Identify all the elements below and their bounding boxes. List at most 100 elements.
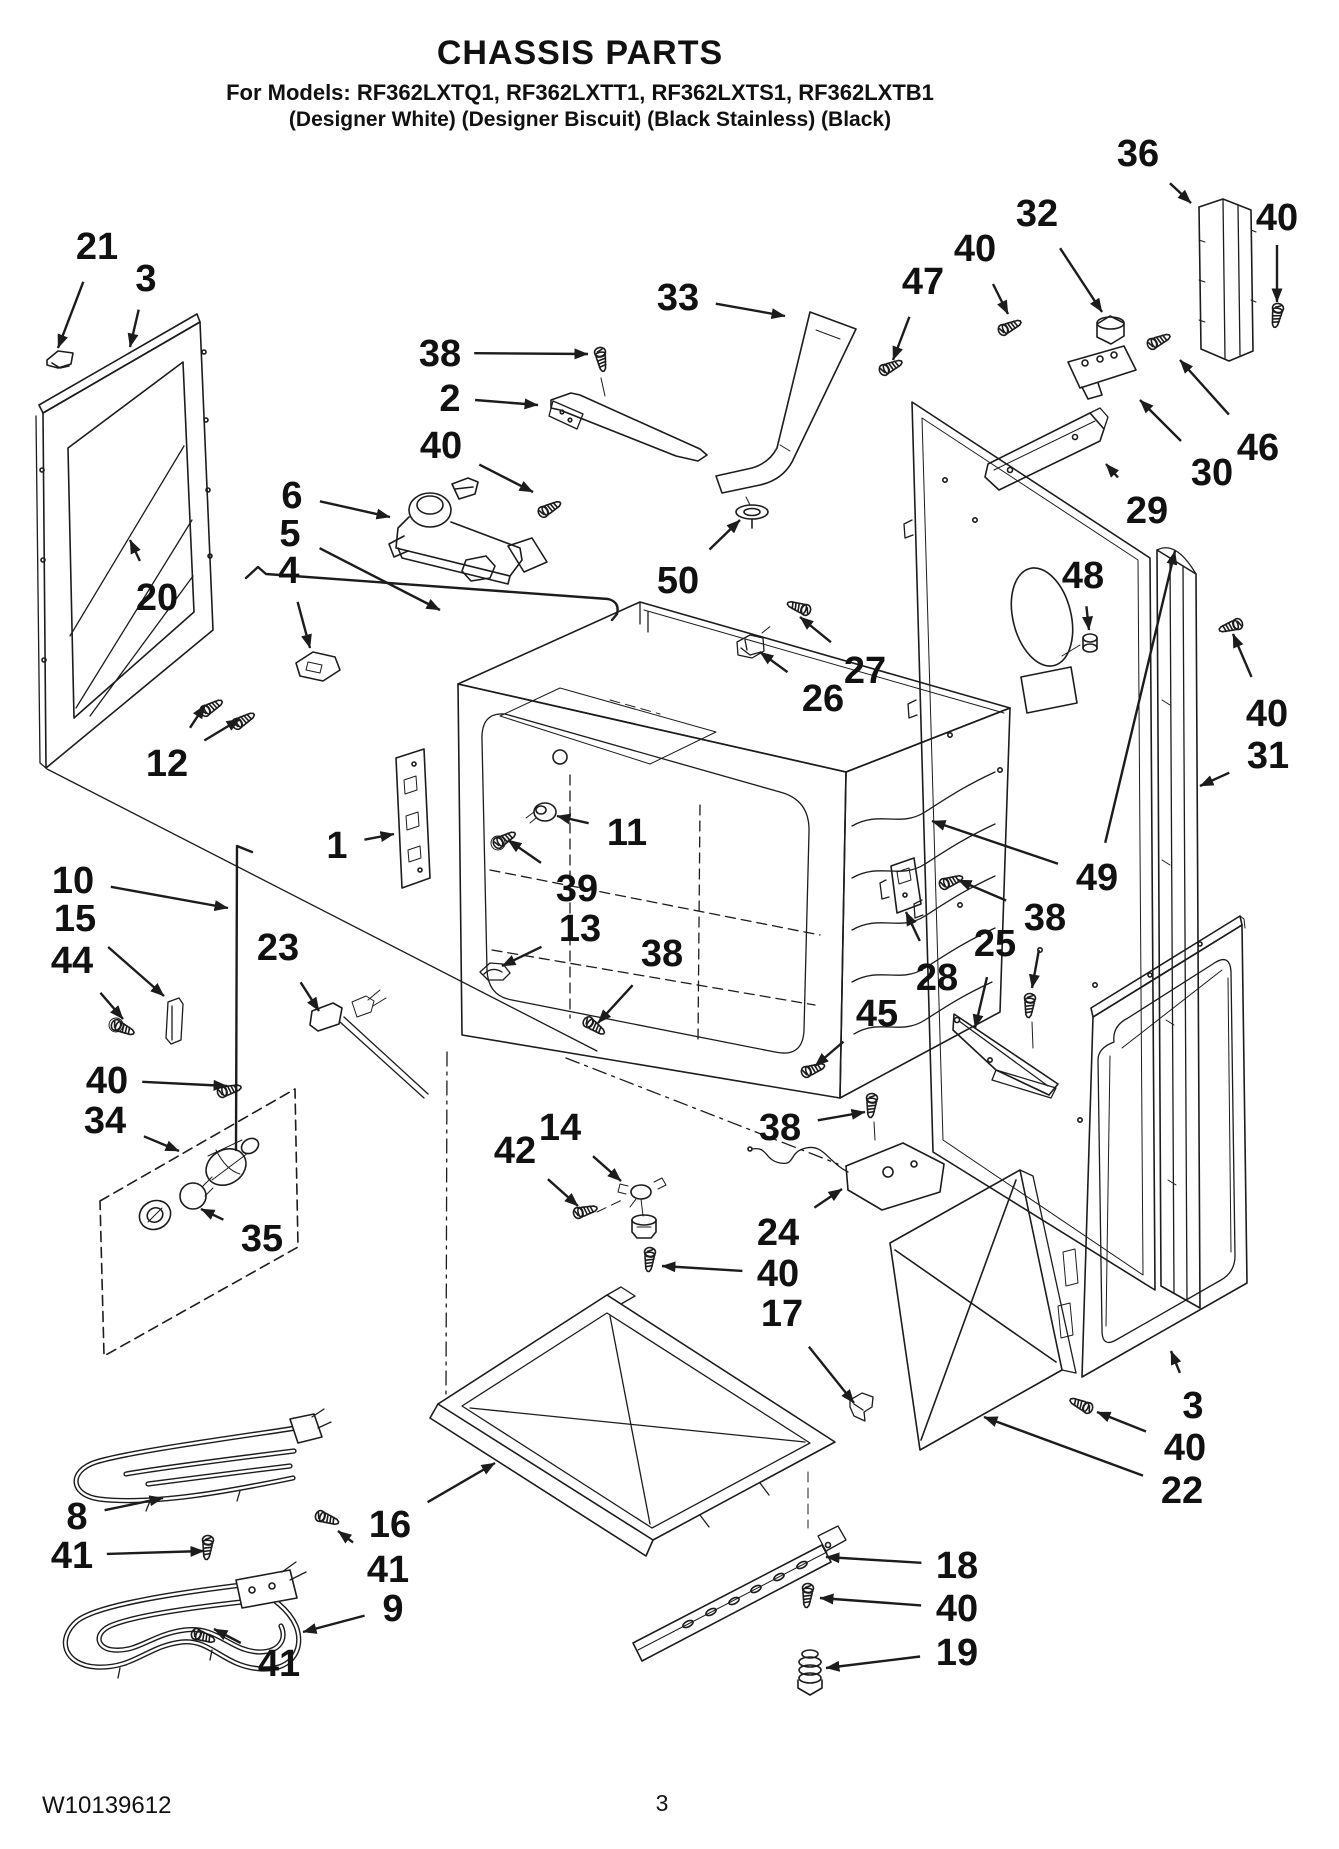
callout-leader-31: [1199, 771, 1230, 788]
callout-leader-38: [817, 1108, 866, 1122]
oven-light-assembly: [99, 997, 299, 1357]
screw: [490, 827, 519, 851]
screw: [535, 497, 564, 520]
callout-leader-6: [319, 500, 391, 520]
callout-label: 41: [367, 1549, 409, 1591]
callout-leader-40: [142, 1079, 228, 1091]
oven-cavity: [457, 601, 1011, 1099]
rear-panel: [903, 401, 1245, 1309]
models-subtitle: For Models: RF362LXTQ1, RF362LXTT1, RF36…: [226, 80, 934, 105]
callout-label: 16: [369, 1504, 411, 1546]
callout-leader-3: [127, 309, 140, 348]
callout-label: 28: [916, 957, 958, 999]
callout-label: 5: [279, 513, 300, 555]
callout-label: 44: [51, 940, 93, 982]
callout-label: 9: [382, 1588, 403, 1630]
callout-leader-46: [1179, 359, 1230, 416]
callout-leader-49: [1104, 550, 1178, 844]
callout-leader-16: [426, 1461, 496, 1504]
callout-label: 40: [954, 228, 996, 270]
callout-leader-40: [819, 1593, 922, 1607]
door-hinge-clip: [46, 350, 74, 369]
callout-leader-40: [1096, 1410, 1147, 1433]
callout-label: 21: [76, 226, 118, 268]
callout-label: 32: [1016, 193, 1058, 235]
screw: [864, 1092, 879, 1119]
callout-label: 20: [136, 577, 178, 619]
callout-leader-41: [213, 1627, 242, 1645]
callout-leader-35: [200, 1207, 224, 1221]
screw: [313, 1508, 342, 1529]
callout-label: 48: [1062, 555, 1104, 597]
callout-label: 12: [146, 743, 188, 785]
callout-label: 47: [902, 261, 944, 303]
callout-leader-14: [592, 1155, 622, 1182]
callout-label: 40: [1246, 693, 1288, 735]
leveling-foot: [571, 1177, 667, 1273]
clip-17: [849, 1392, 874, 1422]
callout-leader-32: [1059, 247, 1104, 313]
callout-leader-44: [99, 992, 124, 1020]
callout-label: 33: [657, 277, 699, 319]
callout-label: 50: [657, 560, 699, 602]
callout-label: 40: [86, 1060, 128, 1102]
rear-panel-side-rail: [1156, 547, 1201, 1309]
callout-label: 45: [856, 993, 898, 1035]
screw: [593, 345, 610, 373]
callout-label: 34: [84, 1100, 126, 1142]
screw: [108, 1017, 137, 1040]
callout-leader-40: [991, 283, 1010, 315]
callout-leader-4: [296, 601, 312, 649]
callout-label: 38: [1024, 897, 1066, 939]
cavity-small-parts: [479, 597, 828, 1080]
callout-label: 23: [257, 927, 299, 969]
callout-label: 40: [936, 1588, 978, 1630]
keeper-and-brace: [879, 857, 1059, 1099]
callout-leader-49: [931, 819, 1059, 865]
oven-sensor: [309, 989, 429, 1099]
callout-label: 40: [1164, 1427, 1206, 1469]
callout-label: 36: [1117, 133, 1159, 175]
latch-keeper: [197, 651, 341, 732]
callout-leader-39: [507, 839, 542, 864]
callout-leader-24: [813, 1188, 843, 1209]
callout-leader-42: [547, 1178, 579, 1207]
latch-rod: [244, 565, 619, 622]
callout-label: 1: [326, 825, 347, 867]
latch-plate: [395, 748, 431, 889]
bottom-pan: [429, 1286, 836, 1557]
callout-label: 24: [757, 1212, 799, 1254]
callout-label: 17: [761, 1293, 803, 1335]
callout-leader-48: [1082, 606, 1093, 631]
callout-leader-41: [337, 1530, 354, 1544]
screw: [200, 1534, 215, 1561]
callout-leader-33: [715, 302, 786, 320]
page-title: CHASSIS PARTS: [436, 34, 724, 72]
spacer-48: [1061, 633, 1098, 657]
callout-leader-47: [891, 316, 911, 361]
callout-label: 38: [641, 933, 683, 975]
callout-leader-40: [1231, 633, 1253, 678]
callout-leader-38: [1029, 949, 1041, 989]
callout-label: 31: [1247, 735, 1289, 777]
drawer-glide: [632, 1471, 847, 1696]
callout-leader-20: [128, 539, 141, 562]
top-bracket: [548, 345, 708, 462]
callout-leader-26: [759, 651, 789, 674]
screw: [876, 355, 905, 378]
page-number: 3: [655, 1790, 669, 1816]
callout-label: 4: [278, 550, 299, 592]
callout-leader-17: [807, 1345, 855, 1404]
callout-leader-13: [501, 945, 543, 968]
callout-label: 26: [802, 678, 844, 720]
callout-leader-3: [1169, 1350, 1182, 1374]
callout-label: 18: [936, 1545, 978, 1587]
callout-label: 49: [1076, 857, 1118, 899]
callout-leader-2: [475, 398, 539, 410]
callout-leader-15: [107, 946, 165, 997]
callout-label: 3: [135, 258, 156, 300]
callout-leader-12: [188, 704, 207, 729]
diagram-linework: [35, 198, 1285, 1696]
